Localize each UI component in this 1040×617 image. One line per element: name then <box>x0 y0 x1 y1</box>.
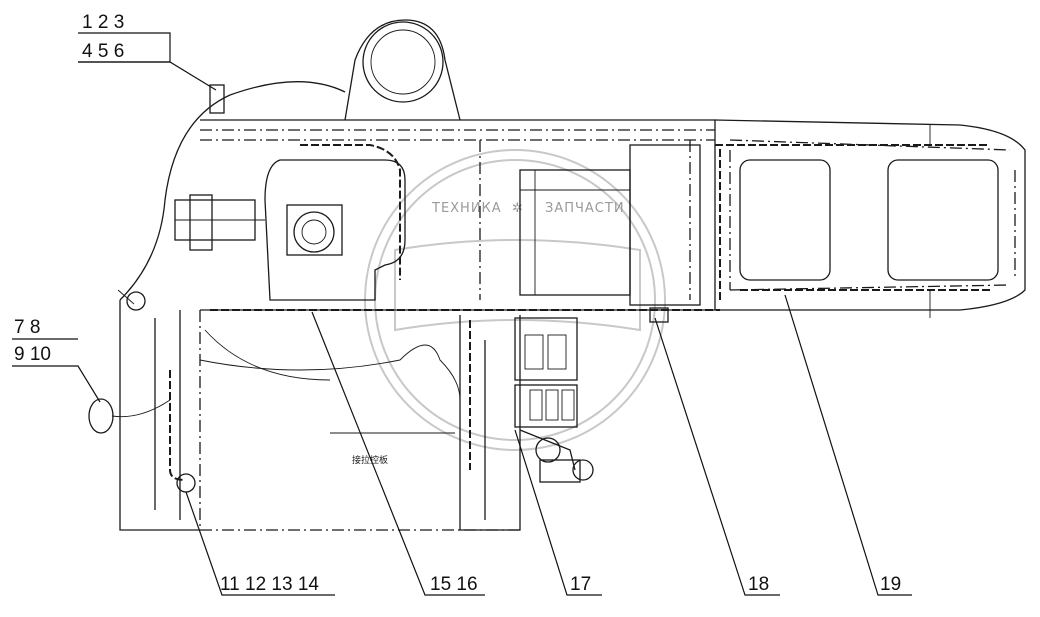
callout-11-14-label: 11 12 13 14 <box>220 574 319 595</box>
callout-18-label: 18 <box>748 574 769 595</box>
callout-11-14: 11 12 13 14 <box>185 491 335 596</box>
callout-1-6-bottom: 4 5 6 <box>82 41 124 62</box>
callout-19-label: 19 <box>880 574 901 595</box>
callout-7-10: 7 8 9 10 <box>12 317 101 403</box>
callout-19: 19 <box>784 294 912 596</box>
machine-body: 接拉控板 <box>88 19 1026 531</box>
callout-7-10-top: 7 8 <box>14 317 40 338</box>
watermark: ТЕХНИКА ЗАПЧАСТИ ✲ <box>364 149 666 451</box>
watermark-text-right: ЗАПЧАСТИ <box>545 201 625 216</box>
gear-icon: ✲ <box>512 201 524 216</box>
callout-18: 18 <box>654 317 780 596</box>
callout-15-16: 15 16 <box>311 311 485 596</box>
control-plate-label: 接拉控板 <box>352 454 388 466</box>
callout-17: 17 <box>514 429 602 596</box>
watermark-text-left: ТЕХНИКА <box>431 201 502 216</box>
callout-7-10-bottom: 9 10 <box>14 344 51 365</box>
callout-1-6-top: 1 2 3 <box>82 12 124 33</box>
callout-1-6: 1 2 3 4 5 6 <box>78 12 217 91</box>
callout-15-16-label: 15 16 <box>430 574 478 595</box>
callout-17-label: 17 <box>570 574 591 595</box>
